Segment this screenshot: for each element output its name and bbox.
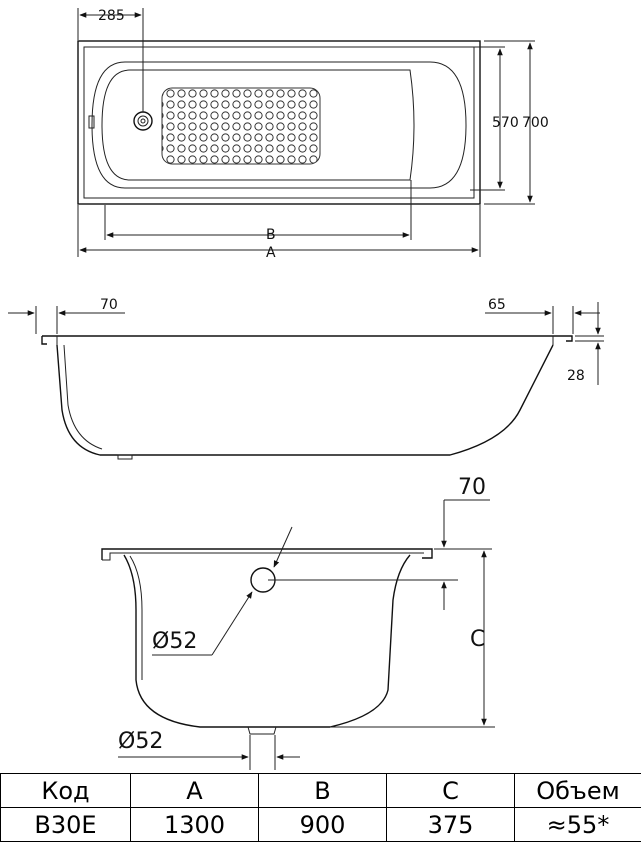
end-dim-c-label: C [470,627,485,652]
dim-b-label: B [266,227,276,243]
side-basin-profile [56,344,554,456]
header-code: Код [0,773,131,808]
header-a: A [130,773,259,808]
cell-b: 900 [258,807,387,842]
side-view: 70 65 28 [8,297,604,460]
cell-c: 375 [386,807,515,842]
anti-slip-mat [161,87,321,165]
side-drain [117,454,133,460]
top-view: 285 570 700 B A [77,8,549,261]
side-rim [41,335,573,345]
technical-drawing: 285 570 700 B A 70 [8,8,604,770]
dim-700-label: 700 [522,115,549,131]
dim-285-label: 285 [98,8,125,24]
cell-volume: ≈55* [514,807,641,842]
header-b: B [258,773,387,808]
end-dim-70-label: 70 [458,475,486,500]
tub-basin-inner [101,69,415,181]
end-basin-profile [123,554,411,728]
spec-table: Код A B C Объем B30E 1300 900 375 ≈55* [0,773,641,842]
side-dim-65-label: 65 [488,297,506,313]
cell-a: 1300 [130,807,259,842]
drain-icon [133,111,153,131]
end-rim [101,548,433,560]
header-volume: Объем [514,773,641,808]
end-view: 70 C Ø52 Ø52 [101,475,495,770]
table-row: B30E 1300 900 375 ≈55* [0,807,641,842]
tub-inner-rim [83,46,475,199]
cell-code: B30E [0,807,131,842]
side-dim-70-label: 70 [100,297,118,313]
end-outlet [247,726,277,735]
drain-diameter-label: Ø52 [152,629,197,654]
header-c: C [386,773,515,808]
dim-a-label: A [266,245,276,261]
table-header-row: Код A B C Объем [0,773,641,808]
outlet-diameter-label: Ø52 [118,729,163,754]
dim-570-label: 570 [492,115,519,131]
tub-outer-rim [77,40,481,205]
tub-basin-outline [91,61,467,189]
side-dim-28-label: 28 [567,368,585,384]
